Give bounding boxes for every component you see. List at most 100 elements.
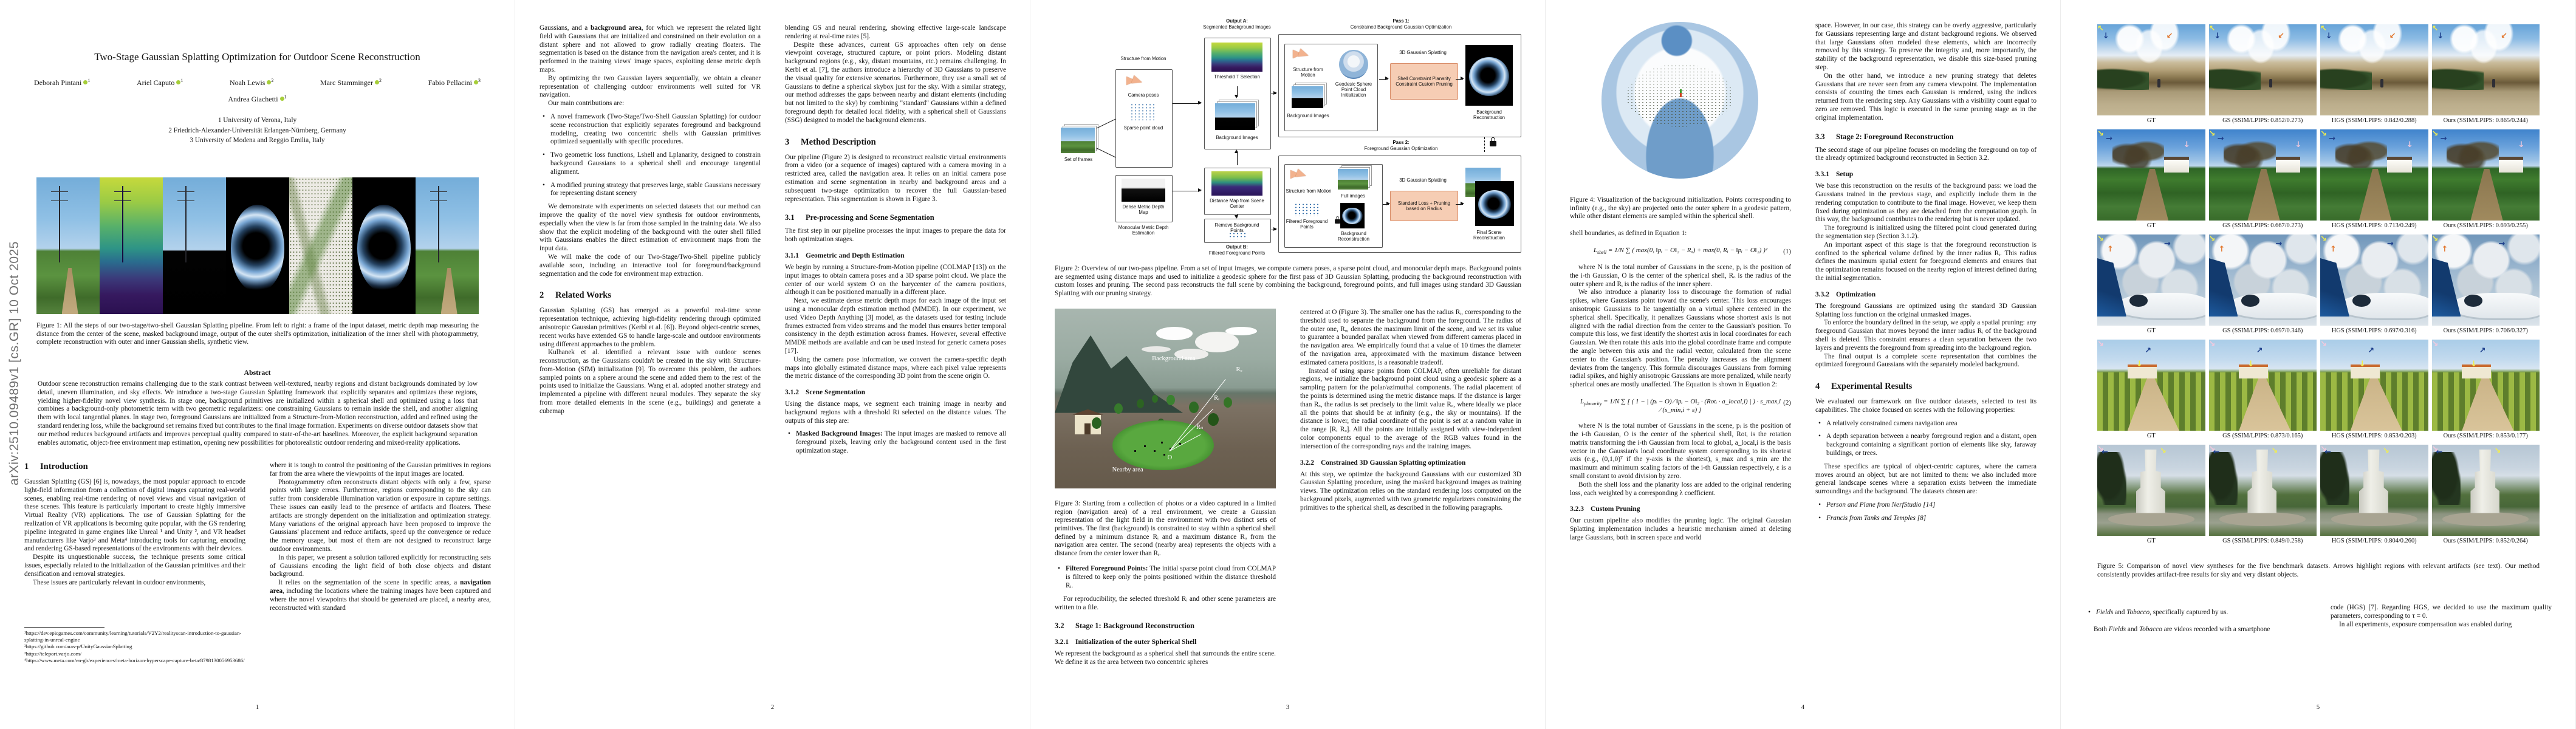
affiliations: 1 University of Verona, Italy 2 Friedric…: [0, 115, 515, 146]
output-bullet: Masked Background Images: The input imag…: [785, 430, 1006, 455]
fig5-row-5-labels: GT GS (SSIM/LPIPS: 0.849/0.258) HGS (SSI…: [2097, 537, 2540, 546]
page-number: 4: [1801, 704, 1805, 711]
fig5-r4-gs-image: [2208, 340, 2317, 431]
image-label: Ours (SSIM/LPIPS: 0.852/0.264): [2443, 538, 2528, 544]
fig1-outer-shell-render-image: [226, 177, 289, 314]
diagram-label: Structure from Motion: [1286, 188, 1332, 194]
pass2-losses-box: Standard Loss + Pruning based on Radius: [1390, 191, 1458, 221]
footnote-rule: [24, 627, 104, 628]
equation-2: Lplanarity = 1/N ∑ [ ( 1 − | (pᵢ − O) ⁄ …: [1580, 398, 1791, 414]
paragraph: Both the shell loss and the planarity lo…: [1570, 481, 1791, 497]
paragraph: Despite its unquestionable success, the …: [24, 553, 245, 578]
arrow-icon: [1173, 101, 1202, 105]
distance-map-icon: [1211, 171, 1262, 196]
diagram-label: 3D Gaussian Splatting: [1399, 50, 1447, 55]
diagram-label: Output A:: [1226, 18, 1248, 24]
footnote: ¹https://dev.epicgames.com/community/lea…: [24, 630, 242, 643]
diagram-label: Full images: [1341, 193, 1365, 199]
background-images-icon: [1292, 86, 1323, 108]
page3-left-column: Figure 3: Starting from a collection of …: [1055, 493, 1276, 667]
paragraph: We begin by running a Structure-from-Mot…: [785, 263, 1006, 296]
fig5-r3-ours-image: [2431, 234, 2540, 326]
diagram-label: Constrained Background Gaussian Optimiza…: [1350, 24, 1452, 30]
paragraph: In all experiments, exposure compensatio…: [2339, 620, 2512, 628]
dataset-bullet: Francis from Tanks and Temples [8]: [1815, 515, 2036, 523]
diagram-label: Dense Metric Depth Map: [1122, 204, 1165, 216]
fig5-r5-gs-image: [2208, 445, 2317, 536]
footnote: ²https://github.com/aras-p/UnityGaussian…: [24, 643, 132, 650]
figure-5-grid: GT GS (SSIM/LPIPS: 0.852/0.273) HGS (SSI…: [2097, 24, 2540, 550]
background-reconstruction-icon: [1340, 203, 1365, 228]
arrow-icon: [1379, 77, 1389, 81]
figure-1-strip: [36, 177, 479, 314]
image-label: GT: [2146, 222, 2156, 229]
paragraph: The final output is a complete scene rep…: [1815, 352, 2036, 369]
figure-4-sphere: [1570, 21, 1791, 186]
fig5-row-2: [2097, 129, 2540, 221]
page4-left-column: Figure 4: Visualization of the backgroun…: [1570, 190, 1791, 542]
figure-1-caption: Figure 1: All the steps of our two-stage…: [36, 322, 479, 346]
page5-right-column: code (HGS) [7]. Regarding HGS, we decide…: [2331, 604, 2552, 629]
fig1-masked-background-image: [163, 177, 226, 314]
diagram-label: Sparse point cloud: [1123, 125, 1163, 131]
fig1-full-reconstruction-image: [352, 177, 416, 314]
orcid-icon: [279, 97, 284, 101]
arrow-icon: [1235, 149, 1239, 165]
lock-icon: [1490, 137, 1496, 146]
figure-5-caption: Figure 5: Comparison of novel view synth…: [2097, 563, 2540, 578]
fig1-photogrammetry-points-image: [289, 177, 352, 314]
image-label: GS (SSIM/LPIPS: 0.873/0.165): [2222, 433, 2303, 439]
paragraph: Our main contributions are:: [548, 100, 625, 108]
pass1-losses-box: Shell Constraint Planarity Constraint Cu…: [1390, 63, 1458, 100]
dataset-bullet: Fields and Tobacco, specifically capture…: [2085, 609, 2306, 617]
fig5-row-1: [2097, 24, 2540, 115]
paragraph: It relies on the segmentation of the sce…: [270, 579, 491, 612]
paragraph: space. However, in our case, this strate…: [1815, 22, 2036, 71]
footnote: ³https://teleport.varjo.com/: [24, 650, 82, 657]
paragraph: code (HGS) [7]. Regarding HGS, we decide…: [2331, 604, 2552, 620]
affiliation: 3 University of Modena and Reggio Emilia…: [190, 137, 325, 144]
orcid-icon: [267, 80, 272, 84]
paragraph: Instead of using sparse points from COLM…: [1300, 367, 1521, 450]
page-4: Figure 4: Visualization of the backgroun…: [1546, 0, 2061, 729]
arrow-icon: [1456, 77, 1464, 81]
paragraph: centered at O (Figure 3). The smaller on…: [1300, 309, 1521, 366]
diagram-label: Geodesic Sphere Point Cloud Initializati…: [1335, 81, 1372, 98]
property-bullet: A depth separation between a nearby fore…: [1815, 433, 2036, 457]
fig5-r2-gt-image: [2097, 129, 2205, 221]
diagram-label: Background Images: [1287, 113, 1329, 118]
contribution-bullet: A novel framework (Two-Stage/Two-Shell G…: [540, 113, 761, 146]
page-number: 5: [2316, 704, 2320, 711]
diagram-label: Filtered Foreground Points: [1208, 250, 1266, 256]
page-3: Set of frames Structure from Motion Came…: [1030, 0, 1546, 729]
paragraph: On the other hand, we introduce a new pr…: [1815, 72, 2036, 122]
fig5-row-2-labels: GT GS (SSIM/LPIPS: 0.667/0.273) HGS (SSI…: [2097, 222, 2540, 230]
fig5-row-1-labels: GT GS (SSIM/LPIPS: 0.852/0.273) HGS (SSI…: [2097, 117, 2540, 125]
arrow-icon: [1235, 214, 1239, 219]
utility-pole-icon: [114, 185, 132, 262]
paragraph: Despite these advances, current GS appro…: [785, 41, 1006, 124]
fig5-r1-ours-image: [2431, 24, 2540, 115]
paragraph: The first step in our pipeline processes…: [785, 227, 1006, 244]
fig5-r5-ours-image: [2431, 445, 2540, 536]
diagram-label: 3D Gaussian Splatting: [1399, 177, 1447, 183]
paragraph: where N is the total number of Gaussians…: [1570, 264, 1791, 288]
paragraph: We evaluated our framework on five outdo…: [1815, 398, 2036, 414]
paragraph: Next, we estimate dense metric depth map…: [785, 297, 1006, 355]
fig5-r3-hgs-image: [2320, 234, 2428, 326]
page3-right-column: centered at O (Figure 3). The smaller on…: [1300, 309, 1521, 513]
filtered-points-icon: [1294, 203, 1318, 216]
diagram-label: Background Images: [1216, 135, 1258, 140]
paragraph: These specifics are typical of object-ce…: [1815, 462, 2036, 496]
house-icon: [1074, 414, 1101, 435]
footnotes: ¹https://dev.epicgames.com/community/lea…: [24, 627, 245, 665]
navigation-area-ellipse: [1112, 420, 1214, 471]
